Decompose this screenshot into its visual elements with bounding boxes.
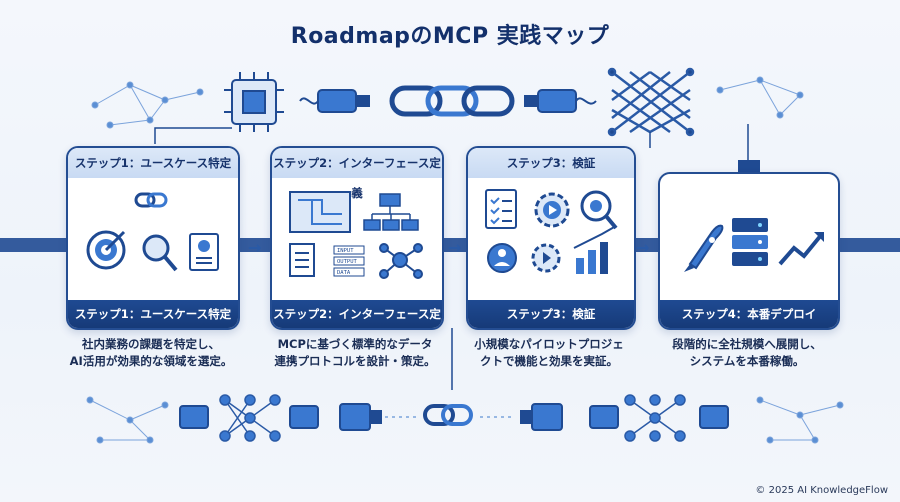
chain-link-icon [134,192,168,208]
step-2-card: ステップ2：インターフェース定義 INPUT OUTPUT DATA [270,146,444,330]
rocket-icon [684,224,724,272]
plug-icon-top-left [299,89,370,113]
plug-icon-bottom-left [179,403,382,431]
server-icon [732,218,768,266]
magnifier-icon [142,234,178,272]
step-3-description: 小規模なパイロットプロジェ クトで機能と効果を実証。 [474,337,624,368]
arrow-icon: → [448,238,462,257]
data-label: DATA [337,270,351,276]
step-1-card: ステップ1：ユースケース特定 ステップ1：ユースケース特定 [66,146,240,330]
report-icon [189,233,219,271]
step-3-card: ステップ3：検証 [466,146,636,330]
mesh-network-icon [607,67,695,137]
checklist-icon [485,189,517,229]
neural-network-icon-left [219,394,281,442]
copyright: © 2025 AI KnowledgeFlow [755,485,888,496]
step-3-footer: ステップ3：検証 [468,300,634,328]
network-icon-bottom-left [86,396,169,444]
step-2-icons: INPUT OUTPUT DATA [289,191,423,279]
step-3-icons [485,189,618,274]
io-labels-icon: INPUT OUTPUT DATA [333,245,365,277]
step-1-icons [86,192,219,272]
bar-chart-icon [573,225,617,274]
step-3-header: ステップ3：検証 [468,148,634,178]
document-icon [289,243,315,277]
input-label: INPUT [337,248,354,254]
network-icon-bottom-right [756,396,844,444]
blueprint-icon [289,191,351,233]
page-title: RoadmapのMCP 実践マップ [290,24,610,49]
step-1-header: ステップ1：ユースケース特定 [68,148,238,178]
step-1-description: 社内業務の課題を特定し、 AI活用が効果的な領域を選定。 [69,337,233,368]
hub-network-icon [379,243,423,279]
target-icon [86,230,126,270]
neural-network-icon-right [624,394,686,442]
gear-play-icon [534,192,570,228]
chip-icon [224,72,284,132]
arrow-icon: → [636,238,650,257]
step-4-icons [684,218,824,272]
connector-lines [154,124,749,390]
search-gear-icon [580,190,618,230]
arrow-icon: → [248,238,262,257]
step-4-footer: ステップ4：本番デプロイ [660,300,838,328]
play-gear-icon [531,243,561,273]
step-2-header: ステップ2：インターフェース定義 [272,148,442,200]
chain-icon-top [389,85,515,117]
output-label: OUTPUT [337,259,358,265]
network-icon-top-left [91,81,204,129]
plug-icon-bottom-right [520,403,729,431]
step-4-card: ステップ4：本番デプロイ [658,172,840,330]
step-4-description: 段階的に全社規模へ展開し、 システムを本番稼働。 [672,337,822,368]
chain-icon-bottom [423,404,473,426]
trend-up-icon [778,232,824,266]
network-icon-top-right [716,76,804,119]
plug-icon-top-right [524,89,597,113]
user-icon [487,243,517,273]
step-2-footer: ステップ2：インターフェース定義 [272,300,442,328]
hierarchy-icon [363,193,419,231]
step-1-footer: ステップ1：ユースケース特定 [68,300,238,328]
step-2-description: MCPに基づく標準的なデータ 連携プロトコルを設計・策定。 [274,337,436,368]
